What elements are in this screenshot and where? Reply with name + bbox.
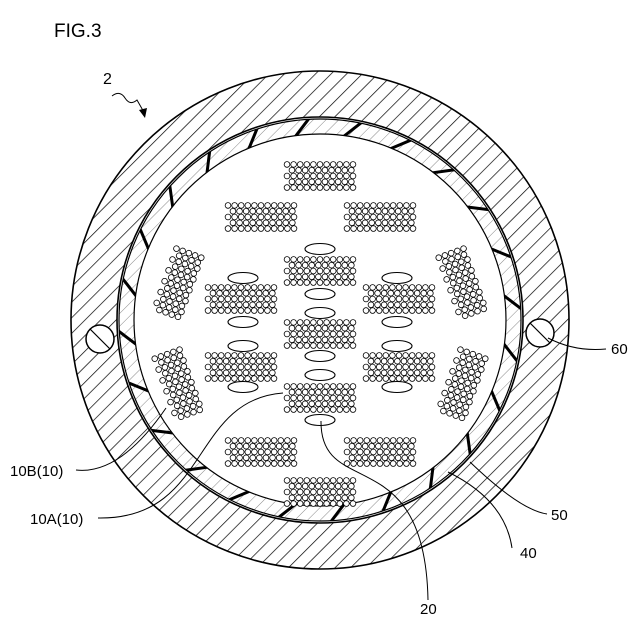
fiber-bundle-10a <box>363 353 435 382</box>
label-10b: 10B(10) <box>10 464 63 479</box>
tension-member-ellipse <box>382 317 412 328</box>
fiber-bundle-10a <box>284 320 356 349</box>
tension-member-ellipse <box>382 341 412 352</box>
fiber-bundle-10b <box>435 346 489 422</box>
label-40: 40 <box>520 546 537 561</box>
tension-member-ellipse <box>305 415 335 426</box>
fiber-bundle-10a <box>225 438 297 467</box>
figure-title: FIG.3 <box>54 22 102 41</box>
tension-member-ellipse <box>305 289 335 300</box>
fiber-bundle-10a <box>344 438 416 467</box>
fiber-bundle-10b <box>151 346 205 422</box>
label-20: 20 <box>420 602 437 617</box>
optical-fiber-units <box>151 162 489 507</box>
tension-member-ellipse <box>382 273 412 284</box>
tension-member-ellipse <box>228 382 258 393</box>
fiber-bundle-10a <box>225 203 297 232</box>
fiber-bundle-10b <box>151 245 205 321</box>
fiber-bundle-10a <box>205 285 277 314</box>
label-10a: 10A(10) <box>30 512 83 527</box>
tension-member-ellipse <box>228 341 258 352</box>
label-60: 60 <box>611 342 628 357</box>
tension-member-ellipse <box>305 370 335 381</box>
leader-2-arrow <box>139 108 147 118</box>
fiber-bundle-10a <box>344 203 416 232</box>
tension-member-ellipse <box>228 317 258 328</box>
tension-member-ellipse <box>228 273 258 284</box>
fiber-bundle-10a <box>284 384 356 413</box>
fiber-bundle-10a <box>284 257 356 286</box>
fiber-bundle-10a <box>205 353 277 382</box>
label-50: 50 <box>551 508 568 523</box>
label-assembly-2: 2 <box>103 72 112 88</box>
tension-member-ellipse <box>305 308 335 319</box>
fiber-bundle-10a <box>284 478 356 507</box>
tension-member-ellipse <box>305 244 335 255</box>
fiber-bundle-10a <box>363 285 435 314</box>
fiber-bundle-10a <box>284 162 356 191</box>
fiber-bundle-10b <box>435 245 489 321</box>
tension-member-ellipse <box>382 382 412 393</box>
tension-member-ellipse <box>305 351 335 362</box>
